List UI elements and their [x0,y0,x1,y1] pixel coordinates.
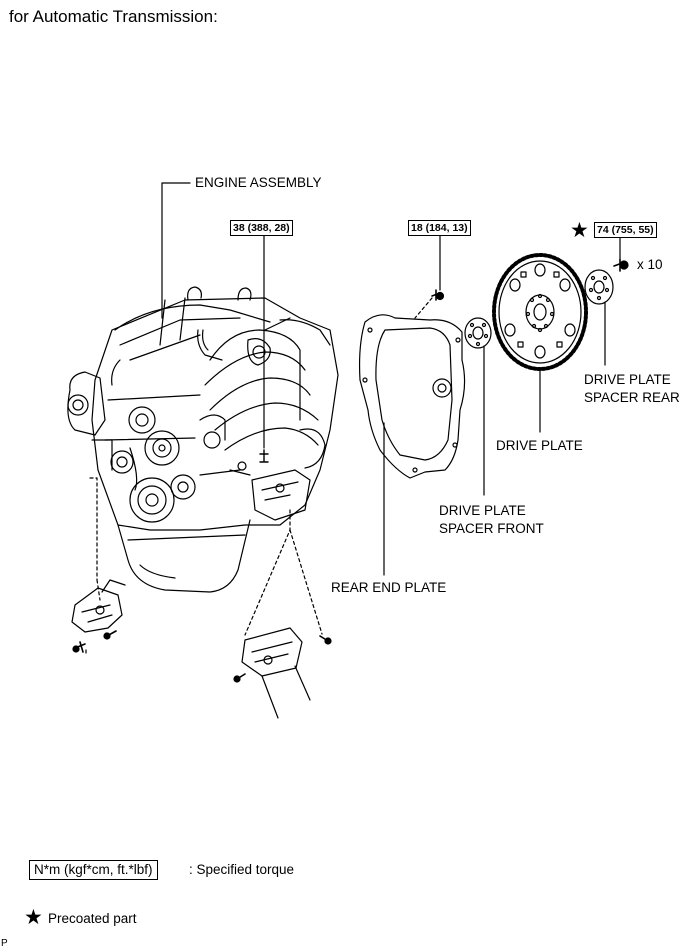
drive-plate-spacer-front-drawing [464,317,492,496]
left-mount-bracket [71,477,126,656]
torque-spec-drive-plate: 74 (755, 55) [594,222,657,238]
drive-plate-label: DRIVE PLATE [496,438,583,453]
legend-precoat-text: Precoated part [48,911,137,926]
page-heading: for Automatic Transmission: [9,7,218,26]
drive-plate-drawing [492,253,588,433]
bolt-quantity-label: x 10 [637,257,663,272]
figure-code: P [1,938,8,949]
torque-spec-rear-end-plate: 18 (184, 13) [408,220,471,236]
engine-assembly-label: ENGINE ASSEMBLY [195,175,322,190]
spacer-rear-label-line2: SPACER REAR [584,390,680,405]
rear-end-plate-label: REAR END PLATE [331,580,447,595]
torque-spec-engine: 38 (388, 28) [230,220,293,236]
black-star-icon: ★ [570,219,589,242]
spacer-rear-label-line1: DRIVE PLATE [584,372,671,387]
legend-torque-text: : Specified torque [189,862,295,877]
spacer-front-label-line2: SPACER FRONT [439,521,544,536]
legend-black-star-icon: ★ [24,906,43,929]
drive-plate-spacer-rear-drawing [584,269,614,366]
engine-leader-line [161,182,191,319]
engine-assembly-drawing [67,286,339,593]
spacer-front-label-line1: DRIVE PLATE [439,503,526,518]
right-mount-bracket [233,509,332,719]
legend-torque-box: N*m (kgf*cm, ft.*lbf) [29,860,158,880]
rear-end-plate-drawing [358,314,466,576]
